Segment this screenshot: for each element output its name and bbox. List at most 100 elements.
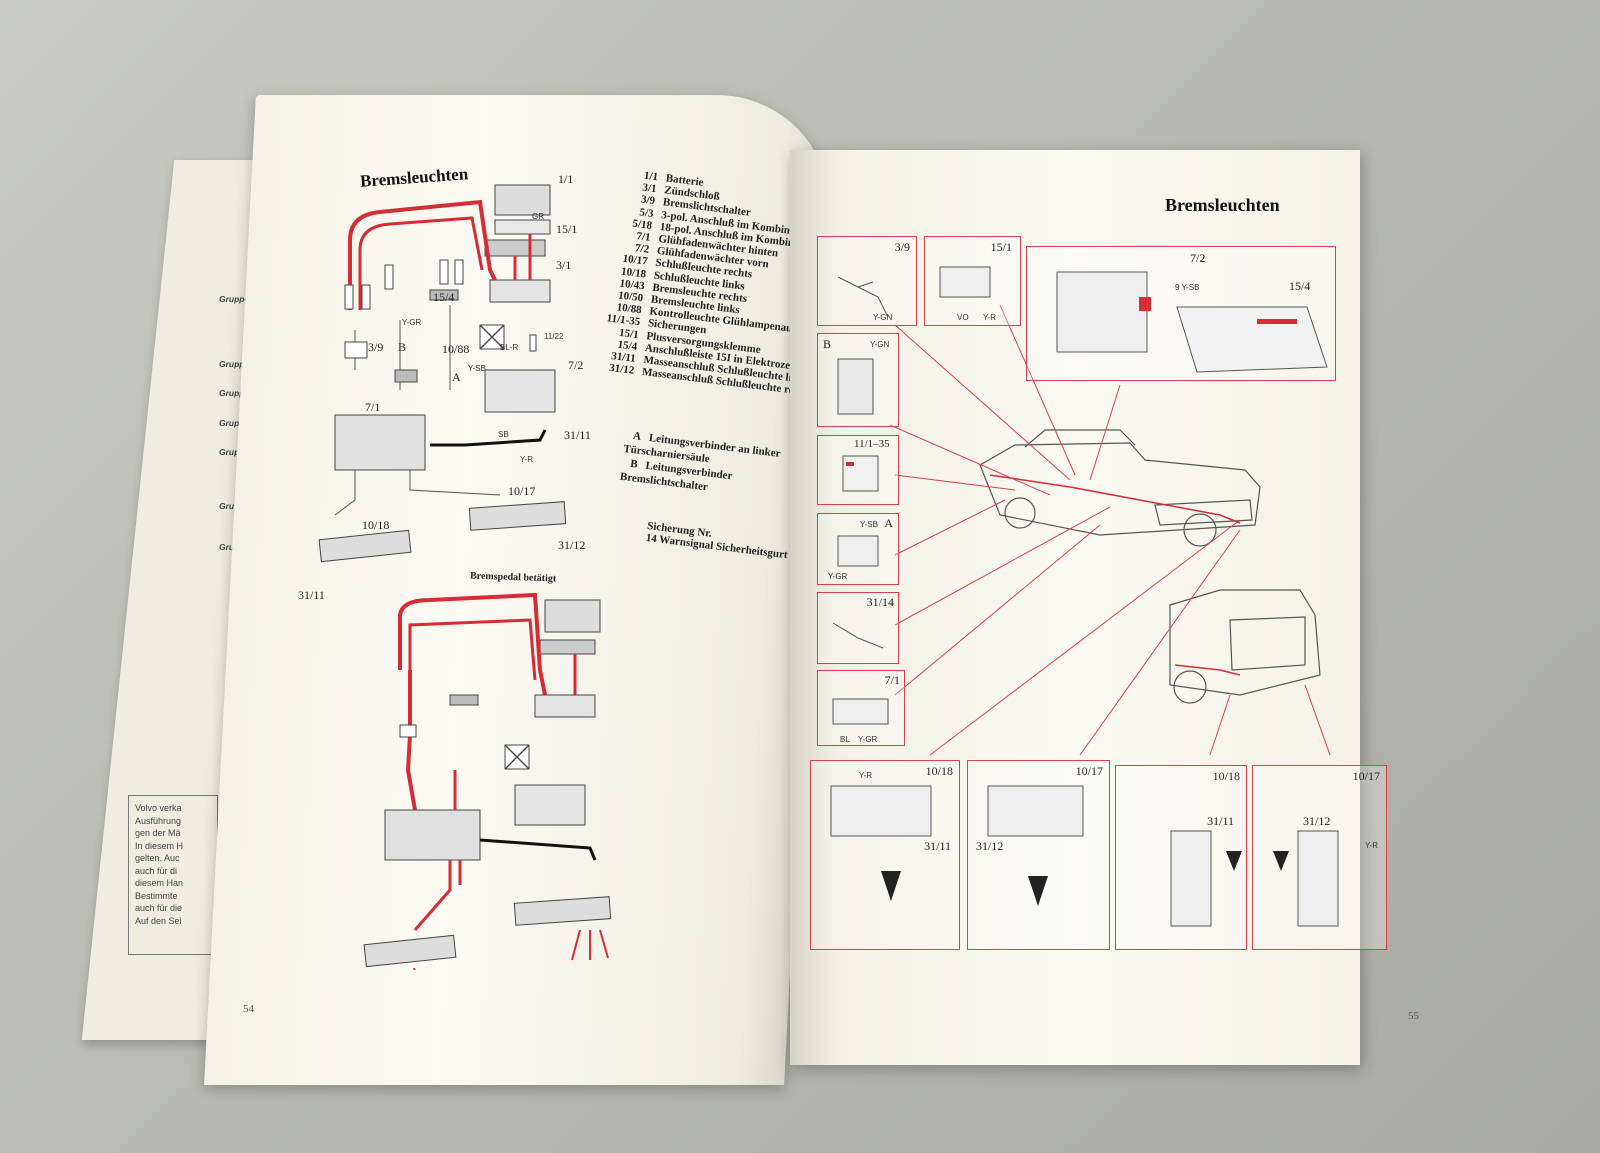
- wire-red-9: [413, 770, 462, 931]
- wire-label-y-sb: Y-SB: [468, 364, 486, 373]
- wagon-tailgate: [1229, 616, 1306, 671]
- wire-red-2: [358, 216, 484, 310]
- ground-31-14-sketch: [832, 622, 884, 649]
- panel-15-1: 15/1 VO Y-R: [924, 236, 1021, 326]
- plus-terminal: [484, 239, 546, 257]
- fuse-5: [454, 259, 464, 285]
- brake-switch-sketch: [837, 276, 889, 318]
- warning-lamp-x: [479, 324, 505, 350]
- sedan-sketch: [979, 429, 1261, 547]
- label-3-9: 3/9: [368, 340, 384, 354]
- leader-line-2: [999, 304, 1076, 476]
- leader-line-1: [894, 324, 1071, 481]
- panel-a: A Y-SB Y-GR: [817, 513, 899, 585]
- car-wire-red: [989, 474, 1241, 524]
- tail-light-left: [318, 529, 412, 563]
- connector-code: B: [629, 457, 639, 471]
- sedan-roof: [1024, 429, 1136, 448]
- leader-line-3: [1089, 384, 1121, 481]
- leader-line-11: [1209, 694, 1231, 756]
- bulb-monitor-rear-2: [384, 809, 481, 861]
- fuse-4: [439, 259, 449, 285]
- light-rays-left: [388, 967, 416, 970]
- fuse-11-22: [529, 334, 537, 352]
- label-31-11-a: 31/11: [564, 428, 591, 442]
- bottom-schematic: [363, 592, 612, 970]
- label-10-18: 10/18: [362, 518, 390, 532]
- label-15-1: 15/1: [556, 222, 578, 236]
- label-31-12: 31/12: [558, 538, 586, 552]
- leader-lines: [889, 304, 1331, 756]
- fuse-panel-sketch: [842, 455, 879, 492]
- connector-15-4: [429, 289, 459, 301]
- leader-line-10: [1079, 529, 1241, 756]
- brake-switch: [344, 341, 368, 359]
- toc-group: Gruppe 26: [219, 358, 262, 369]
- label-10-88: 10/88: [442, 342, 470, 356]
- wire-label-y-gr: Y-GR: [402, 318, 422, 327]
- label-11-22: 11/22: [544, 332, 564, 341]
- bulb-monitor-sketch: [832, 698, 889, 725]
- label-7-1: 7/1: [365, 400, 381, 414]
- wire-black-2: [479, 838, 597, 861]
- label-b: B: [398, 340, 407, 354]
- warning-lamp-2-x: [504, 744, 530, 770]
- note-line: In diesem H: [135, 840, 184, 851]
- wire-label-y-r: Y-R: [520, 455, 534, 464]
- wire-red-6: [408, 618, 537, 681]
- terminal-sketch: [939, 266, 991, 298]
- wagon-body: [1169, 589, 1321, 696]
- ignition-block-2: [534, 694, 596, 718]
- label-31-11-b: 31/11: [298, 588, 325, 602]
- label-3-1: 3/1: [556, 258, 572, 272]
- location-diagram: [889, 304, 1331, 756]
- fuse-3: [384, 264, 394, 290]
- wagon-wheel: [1173, 670, 1207, 704]
- wire-red-1: [348, 199, 497, 310]
- panel-7-1: 7/1 BL Y-GR: [817, 670, 905, 746]
- panel-7-2-15-4: 7/2 15/4 9 Y-SB: [1026, 246, 1336, 381]
- panel-3-9: 3/9 Y-GN: [817, 236, 917, 326]
- leader-line-4: [889, 424, 1051, 496]
- right-page-number: 55: [1408, 1010, 1419, 1022]
- toc-group: Gruppe 23: [219, 293, 262, 304]
- note-line: gen der Mä: [135, 828, 181, 838]
- battery-block-2: [544, 599, 601, 633]
- label-10-17: 10/17: [508, 484, 536, 498]
- sedan-rear-wheel: [1183, 513, 1217, 547]
- tail-light-right: [468, 501, 567, 531]
- note-line: gelten. Auc: [135, 853, 180, 863]
- connector-code: A: [632, 429, 642, 443]
- right-page-title: Bremsleuchten: [1165, 195, 1280, 215]
- wagon-sketch: [1169, 589, 1321, 704]
- leader-line-8: [894, 524, 1101, 696]
- panel-10-17-b: 10/17 31/12 Y-R: [1252, 765, 1387, 950]
- fuse-1: [344, 284, 354, 310]
- tail-light-left-sketch: [830, 785, 932, 901]
- leader-line-5: [894, 474, 1016, 491]
- label-7-2: 7/2: [568, 358, 584, 372]
- panel-b: B Y-GN: [817, 333, 899, 427]
- connector-b-sketch: [837, 358, 874, 415]
- tail-light-right-sketch: [987, 785, 1084, 906]
- bulb-monitor-front-2: [514, 784, 586, 826]
- note-line: Auf den Sei: [135, 915, 182, 926]
- fusebox-sketch: [1056, 271, 1328, 373]
- leader-line-9: [929, 519, 1241, 756]
- note-line: Ausführung: [135, 815, 182, 826]
- label-1-1: 1/1: [558, 172, 574, 186]
- wire-label-sb: SB: [498, 430, 509, 439]
- panel-10-18-a: 10/18 31/11 Y-R: [810, 760, 960, 950]
- note-line: auch für die: [135, 903, 183, 913]
- connector-b-2: [399, 724, 417, 738]
- panel-31-14: 31/14: [817, 592, 899, 664]
- wire-label-bl-r: BL-R: [500, 343, 519, 352]
- sedan-body: [979, 442, 1261, 536]
- wagon-wire-red: [1174, 664, 1241, 676]
- sedan-front-wheel: [1004, 497, 1036, 529]
- note-line: auch für di: [135, 865, 178, 876]
- wire-grey-2: [334, 470, 501, 516]
- leader-line-6: [894, 499, 1006, 556]
- tail-light-right-rear-sketch: [1273, 830, 1339, 927]
